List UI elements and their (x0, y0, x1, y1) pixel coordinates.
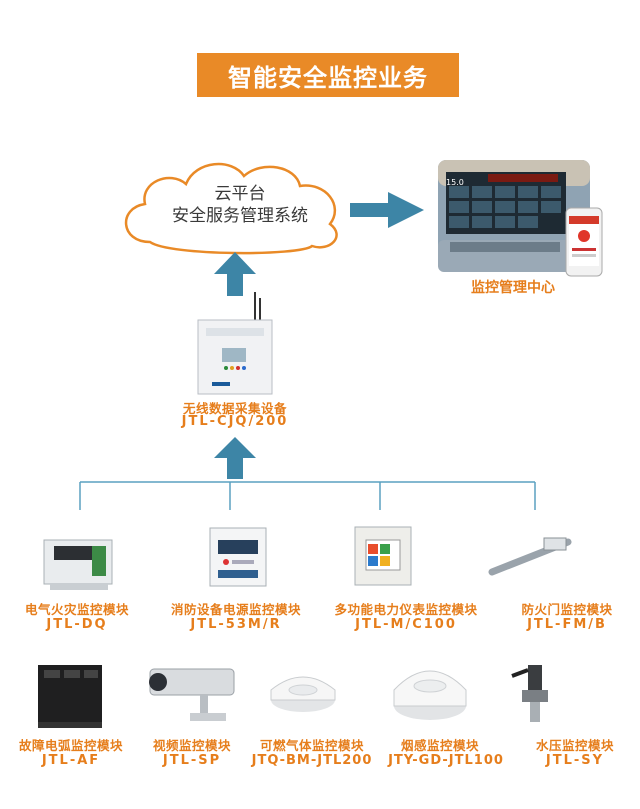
module-code-9: JTL-SY (545, 753, 605, 768)
arrow-up-icon-collector (214, 437, 256, 479)
monitoring-center-label: 监控管理中心 (471, 280, 555, 296)
module-name-6: 视频监控模块 (152, 738, 231, 753)
module-code-7: JTQ-BM-JTL200 (251, 753, 373, 768)
fire-power-module-image (209, 527, 267, 587)
collector-code: JTL-CJQ/200 (181, 414, 289, 429)
arrow-up-icon-cloud (214, 252, 256, 296)
connector-lines (79, 481, 536, 510)
arc-fault-module-image (38, 665, 102, 728)
monitoring-center-image (438, 160, 603, 277)
module-name-7: 可燃气体监控模块 (259, 738, 364, 753)
smoke-detector-module-image (393, 670, 467, 720)
module-code-4: JTL-FM/B (527, 617, 607, 632)
center-screen-text: 15.0 (446, 178, 464, 187)
module-code-2: JTL-53M/R (190, 617, 282, 632)
module-name-1: 电气火灾监控模块 (24, 602, 129, 617)
module-name-4: 防火门监控模块 (521, 602, 613, 617)
module-code-3: JTL-M/C100 (355, 617, 457, 632)
electrical-fire-module-image (43, 539, 113, 590)
module-name-9: 水压监控模块 (535, 738, 614, 753)
camera-module-image (149, 668, 235, 721)
cloud-line2: 安全服务管理系统 (172, 206, 308, 226)
arrow-right-icon (350, 192, 424, 228)
wireless-collector-device (197, 292, 273, 395)
pressure-sensor-module-image (511, 665, 548, 722)
power-meter-module-image (354, 526, 412, 586)
fire-door-module-image (488, 537, 572, 576)
module-code-6: JTL-SP (162, 753, 222, 768)
module-name-3: 多功能电力仪表监控模块 (334, 602, 478, 617)
cloud-platform-label: 云平台 安全服务管理系统 (140, 183, 340, 227)
collector-name: 无线数据采集设备 (182, 401, 287, 416)
title-banner: 智能安全监控业务 (197, 53, 459, 97)
module-name-5: 故障电弧监控模块 (18, 738, 123, 753)
module-code-5: JTL-AF (41, 753, 101, 768)
module-code-1: JTL-DQ (46, 617, 108, 632)
module-name-2: 消防设备电源监控模块 (170, 602, 301, 617)
module-code-8: JTY-GD-JTL100 (388, 753, 504, 768)
cloud-line1: 云平台 (214, 184, 266, 204)
module-name-8: 烟感监控模块 (400, 738, 479, 753)
gas-detector-module-image (270, 676, 336, 712)
cloud-icon (124, 162, 338, 255)
